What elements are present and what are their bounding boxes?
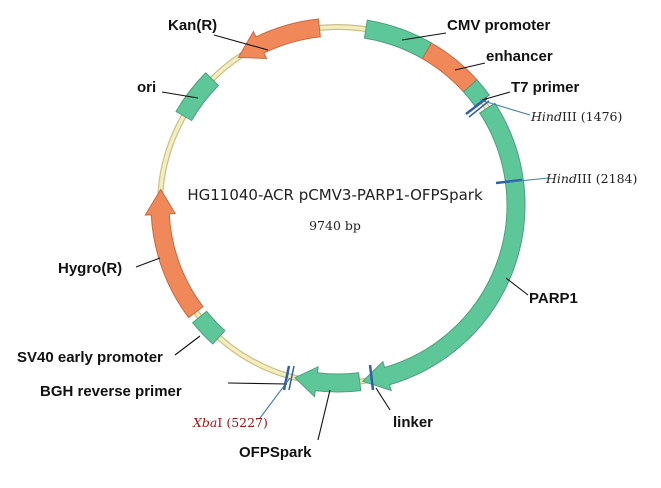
label-hindiii-2184: HindIII (2184) [545, 171, 637, 186]
leader-enhancer [454, 62, 486, 71]
leader-t7-primer [481, 91, 511, 101]
site-enzyme: Hind [545, 171, 577, 186]
label-xbai-5227: XbaI (5227) [192, 415, 268, 430]
label-kan-r: Kan(R) [168, 17, 217, 34]
feature-enhancer[interactable] [421, 42, 478, 93]
leader-hygro-r [135, 257, 161, 268]
feature-hygro-r[interactable] [144, 188, 204, 319]
label-cmv-promoter: CMV promoter [447, 17, 551, 34]
leader-ori [161, 91, 199, 99]
feature-parp1[interactable] [361, 102, 526, 392]
leader-kan-r [213, 34, 269, 51]
feature-cmv-promoter[interactable] [363, 19, 433, 60]
linker-tick [368, 364, 375, 391]
leader-xbai-5227 [259, 377, 291, 419]
site-suffix: I [217, 415, 222, 430]
xbai-5227-tick-2 [288, 365, 295, 391]
label-enhancer: enhancer [486, 48, 553, 65]
label-bgh-primer: BGH reverse primer [40, 383, 182, 400]
site-enzyme: Xba [192, 415, 217, 430]
site-position: (5227) [226, 415, 268, 430]
label-linker: linker [393, 414, 433, 431]
feature-sv40-promoter[interactable] [191, 310, 226, 345]
label-hindiii-1476: HindIII (1476) [530, 109, 622, 124]
feature-ofpspark[interactable] [294, 365, 362, 398]
leader-hindiii-2184 [509, 177, 549, 183]
site-suffix: III [577, 171, 592, 186]
plasmid-title: HG11040-ACR pCMV3-PARP1-OFPSpark [187, 186, 483, 204]
site-position: (2184) [596, 171, 638, 186]
site-suffix: III [562, 109, 577, 124]
feature-kan-r[interactable] [237, 18, 321, 60]
site-position: (1476) [581, 109, 623, 124]
leader-sv40-promoter [174, 335, 201, 356]
label-hygro-r: Hygro(R) [58, 260, 122, 277]
leader-cmv-promoter [401, 32, 447, 41]
label-ofpspark: OFPSpark [239, 444, 312, 461]
site-enzyme: Hind [530, 109, 562, 124]
plasmid-size: 9740 bp [309, 218, 361, 233]
leader-bgh-primer [227, 382, 288, 385]
leader-linker [375, 387, 391, 411]
leader-hindiii-1476 [479, 99, 531, 116]
hindiii-1476-tick-2 [468, 100, 490, 118]
label-ori: ori [137, 79, 156, 96]
hindiii-2184-tick [495, 178, 523, 185]
label-t7-primer: T7 primer [511, 79, 580, 96]
label-sv40-promoter: SV40 early promoter [17, 349, 163, 366]
xbai-5227-tick [282, 365, 291, 391]
label-parp1: PARP1 [529, 290, 578, 307]
leader-parp1 [505, 277, 529, 296]
feature-ori[interactable] [175, 72, 220, 122]
leader-ofpspark [317, 389, 331, 441]
